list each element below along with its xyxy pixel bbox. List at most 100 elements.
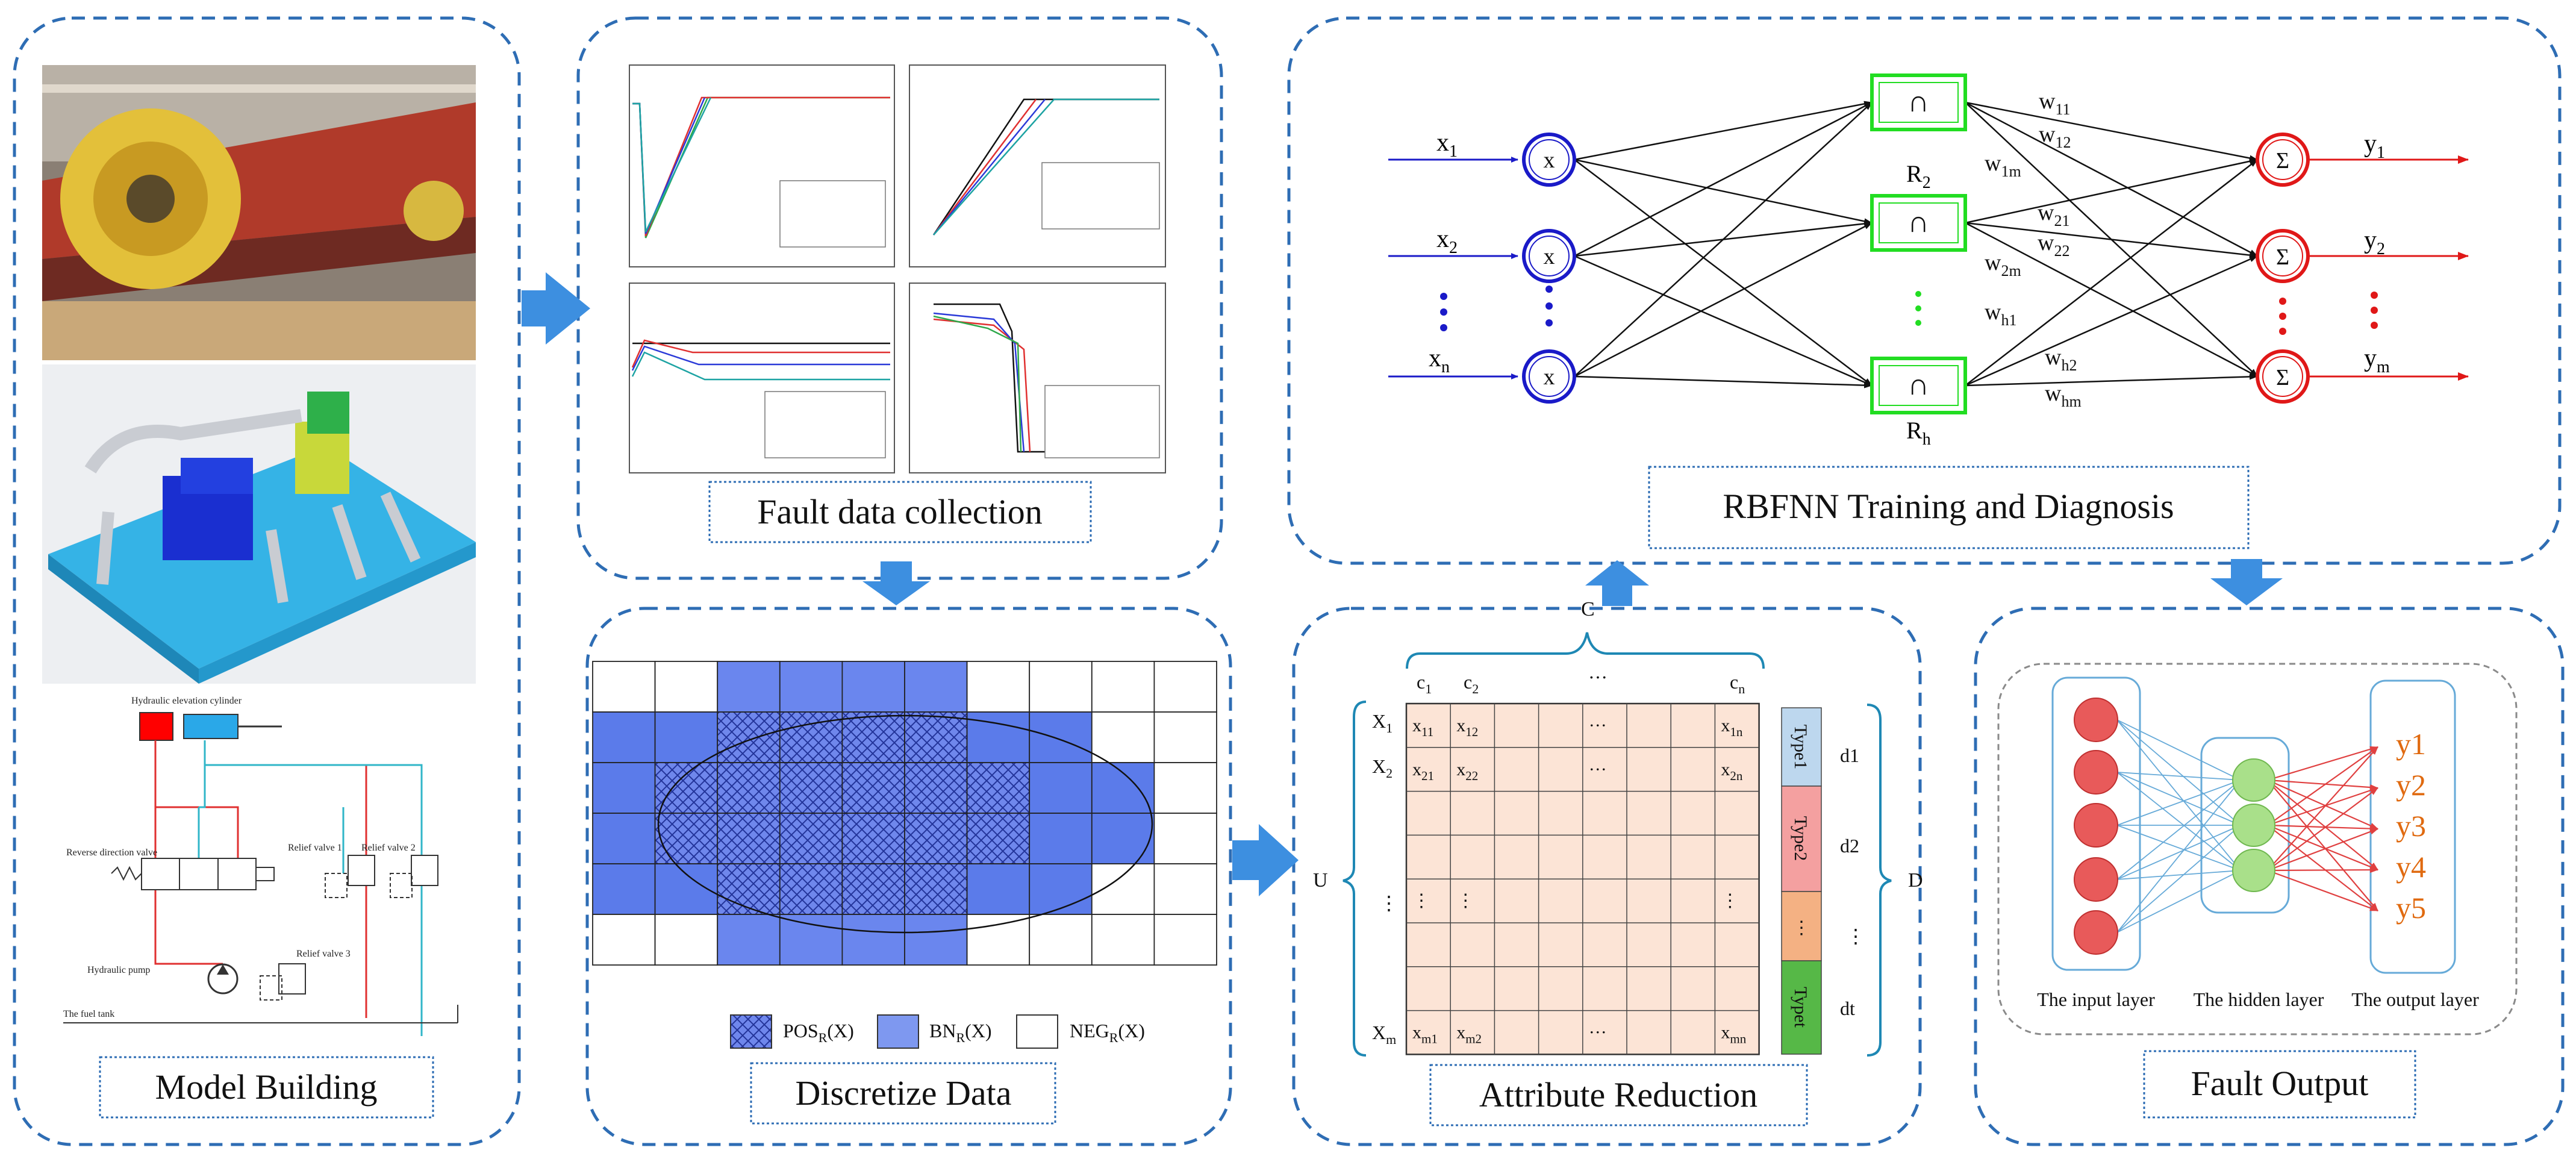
grid-cell <box>654 914 719 966</box>
output-net-connection <box>2116 719 2241 871</box>
output-y4-label: y4 <box>2396 850 2426 884</box>
matrix-cell-value: ··· <box>1589 1023 1607 1043</box>
grid-cell <box>592 711 656 763</box>
hidden-node-2: ∩ <box>1870 194 1967 252</box>
c-brace <box>1406 632 1765 669</box>
dt-label: dt <box>1840 998 1855 1019</box>
output-net-connection <box>2116 719 2241 781</box>
output-net-connection <box>2116 772 2241 871</box>
grid-cell <box>592 813 656 864</box>
weight-wh1: wh1 <box>1985 299 2016 329</box>
grid-cell <box>1091 863 1155 915</box>
fault-data-title: Fault data collection <box>757 492 1043 531</box>
output-y3-label: y3 <box>2396 809 2426 843</box>
discretize-panel <box>585 607 1232 1146</box>
output-net-arrow <box>2267 746 2378 826</box>
hydraulic-schematic: Hydraulic elevation cylinder Reverse dir… <box>63 696 458 1036</box>
layer-labels: The input layer The hidden layer The out… <box>2037 988 2479 1010</box>
rough-set-legend: POSR(X) BNR(X) NEGR(X) <box>730 1014 1145 1049</box>
fault-output-network: y1 y2 y3 y4 y5 The input layer The hidde… <box>1997 663 2518 1035</box>
output-net-arrow <box>2267 779 2378 911</box>
matrix-cell-value: x12 <box>1456 716 1478 739</box>
matrix-cell-value: ⋮ <box>1721 891 1739 911</box>
weight-wh2: wh2 <box>2045 345 2077 374</box>
output-net-connection <box>2116 719 2241 826</box>
input-dots <box>1440 286 1553 331</box>
input-layer-label: The input layer <box>2037 988 2155 1010</box>
output-node-1: Σ <box>2256 133 2310 187</box>
fault-output-title-box <box>2143 1050 2416 1119</box>
output-layer-label: The output layer <box>2351 988 2479 1010</box>
grid-cell <box>779 914 843 966</box>
output-net-connection <box>2116 772 2241 826</box>
output-net-arrow <box>2267 779 2378 830</box>
weight-whm: whm <box>2045 381 2082 410</box>
input-layer-node <box>2074 857 2118 902</box>
flow-arrows <box>522 272 2283 896</box>
pos-swatch <box>730 1014 772 1049</box>
output-y2: y2 <box>2364 226 2385 258</box>
rough-set-grid <box>592 661 1217 966</box>
hidden-dots <box>1915 291 1921 326</box>
relief-valve-2-label: Relief valve 2 <box>361 843 416 853</box>
grid-cell <box>904 661 968 713</box>
grid-cell <box>1091 813 1155 864</box>
grid-cell <box>779 863 843 915</box>
weight-w22: w22 <box>2038 230 2069 260</box>
arrow-discretize-to-reduction <box>1232 824 1299 896</box>
grid-cell <box>1153 914 1217 966</box>
grid-cell <box>717 762 781 814</box>
type-dots: ⋮ <box>1792 918 1810 938</box>
svg-text:x: x <box>1544 364 1555 390</box>
row-dots: ⋮ <box>1379 892 1399 914</box>
matrix-cell-value: ⋮ <box>1456 891 1474 911</box>
d2-label: d2 <box>1840 835 1859 857</box>
type2-label: Type2 <box>1791 816 1810 861</box>
weight-w12: w12 <box>2039 122 2071 151</box>
grid-cell <box>1029 813 1093 864</box>
output-net-connection <box>2116 772 2241 781</box>
grid-cell <box>1091 711 1155 763</box>
grid-cell <box>966 813 1031 864</box>
hidden-node-h: ∩ <box>1870 357 1967 414</box>
grid-cell <box>779 813 843 864</box>
hydraulic-3d-model <box>42 364 476 684</box>
weight-w11: w11 <box>2039 89 2071 118</box>
hidden-node-1: ∩ <box>1870 73 1967 131</box>
output-net-connection <box>2116 779 2241 826</box>
hidden-output-connection <box>1965 101 2258 161</box>
grid-cell <box>966 762 1031 814</box>
grid-cell <box>841 711 905 763</box>
output-net-connection <box>2116 825 2241 871</box>
c-label: C <box>1581 598 1595 620</box>
grid-cell <box>1029 762 1093 814</box>
output-net-arrow <box>2267 828 2378 872</box>
d1-label: d1 <box>1840 745 1859 766</box>
input-layer-node <box>2074 698 2118 742</box>
grid-cell <box>966 914 1031 966</box>
matrix-cell-value: x21 <box>1412 760 1434 783</box>
attribute-title-box <box>1429 1064 1808 1126</box>
col-c2: c2 <box>1464 671 1479 696</box>
hidden-layer-node <box>2232 804 2275 847</box>
neg-label: NEGR(X) <box>1070 1020 1145 1045</box>
output-node-2: Σ <box>2256 229 2310 283</box>
input-hidden-connection <box>1574 222 1873 378</box>
grid-cell <box>966 661 1031 713</box>
model-building-title: Model Building <box>155 1067 378 1107</box>
output-net-arrow <box>2267 824 2378 871</box>
grid-cell <box>1091 661 1155 713</box>
grid-cell <box>1029 914 1093 966</box>
grid-cell <box>904 813 968 864</box>
model-building: Hydraulic elevation cylinder Reverse dir… <box>42 65 476 1119</box>
grid-cell <box>904 762 968 814</box>
grid-cell <box>717 661 781 713</box>
hidden-output-connection <box>1965 255 2258 387</box>
input-hidden-connection <box>1574 159 1873 386</box>
svg-text:∩: ∩ <box>1907 205 1929 239</box>
output-node-m: Σ <box>2256 349 2310 404</box>
grid-cell <box>717 813 781 864</box>
hidden-output-connection <box>1965 222 2258 258</box>
matrix-cell-value: ··· <box>1589 760 1607 779</box>
attribute-title: Attribute Reduction <box>1479 1075 1757 1114</box>
